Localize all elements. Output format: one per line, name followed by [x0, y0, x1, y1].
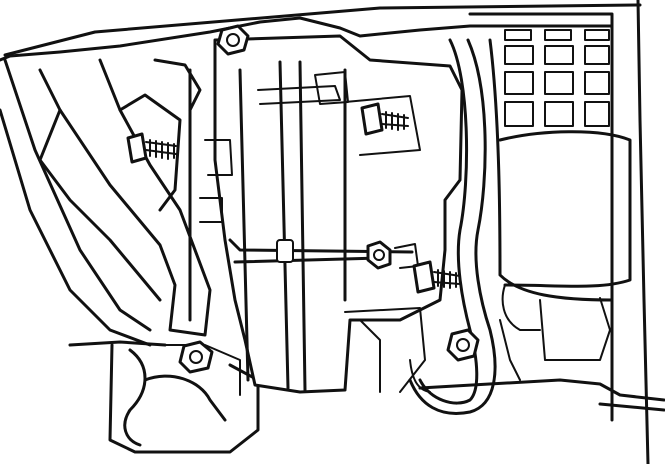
- screw-icon: [126, 132, 177, 164]
- coolant-hoses: [408, 38, 497, 415]
- heater-unit-housing: [199, 34, 464, 394]
- left-support-bracket: [38, 58, 212, 337]
- bolt-icon: [178, 340, 214, 374]
- bolt-icon: [446, 328, 480, 362]
- screw-icon: [360, 102, 409, 136]
- bolt-icon: [216, 24, 250, 56]
- vent-duct-grid: [488, 29, 632, 381]
- screw-icon: [412, 260, 461, 294]
- nut-icon: [366, 240, 392, 270]
- lower-left-bracket: [123, 344, 241, 447]
- control-linkage-rod: [228, 238, 419, 269]
